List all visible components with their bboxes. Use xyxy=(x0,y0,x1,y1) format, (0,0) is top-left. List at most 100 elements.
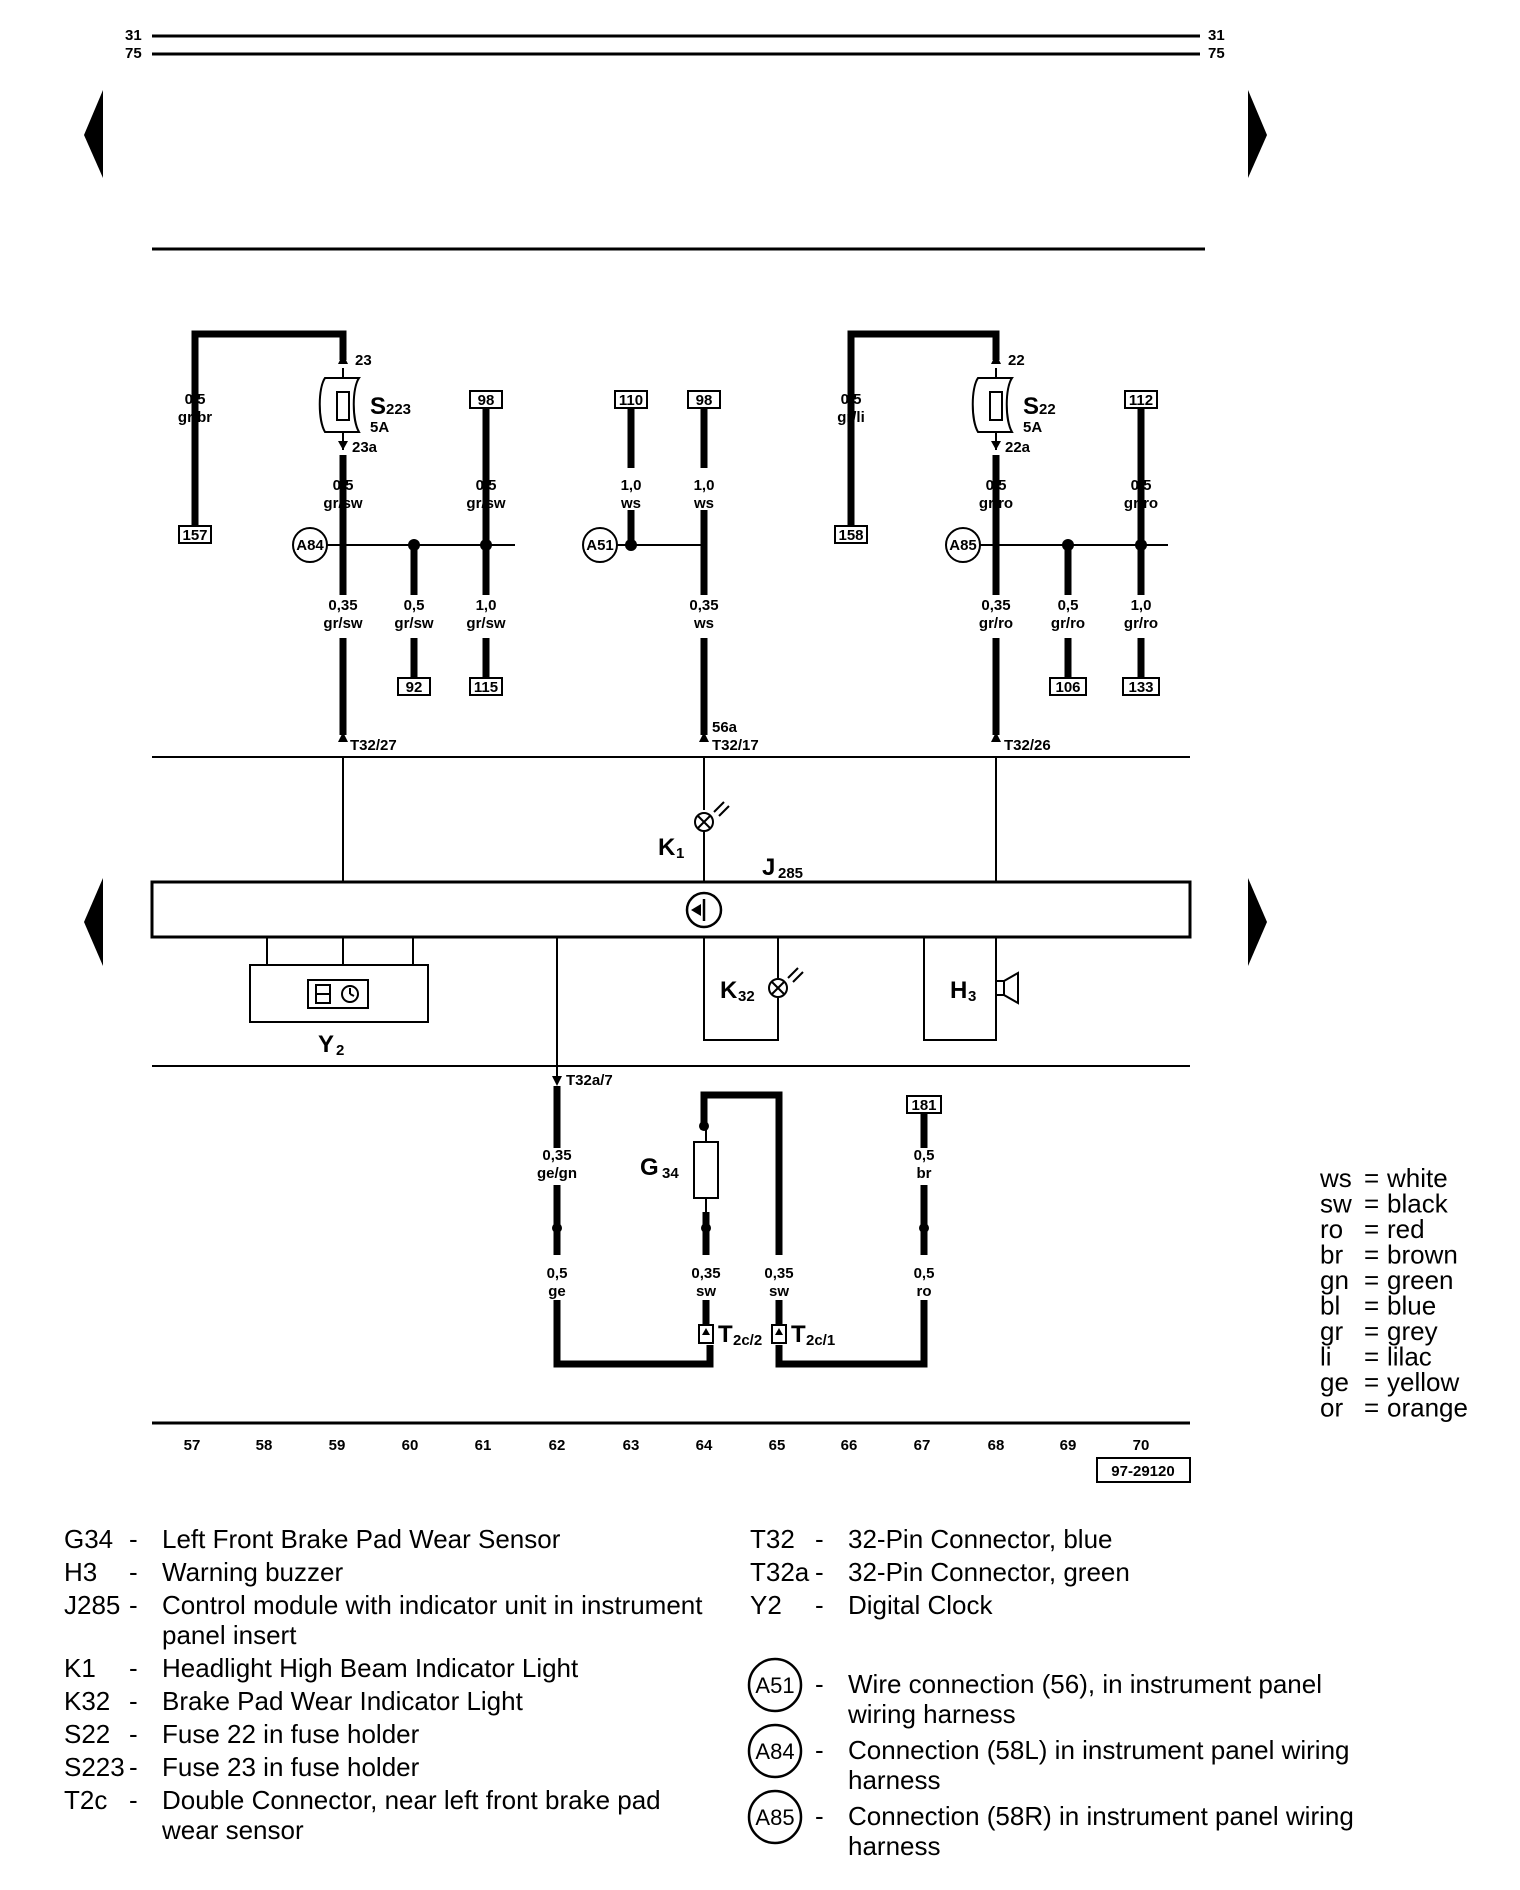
ref-box-92 xyxy=(397,677,431,696)
color-key-abbr: sw xyxy=(1320,1189,1352,1219)
page-header: 31 75 31 75 xyxy=(125,27,1225,62)
terminal-t32a7-label: T32a/7 xyxy=(566,1072,613,1089)
legend-description: 32-Pin Connector, blue xyxy=(848,1524,1113,1554)
arrow-23a-icon xyxy=(338,441,348,450)
column-number: 61 xyxy=(475,1437,492,1454)
wire-color-key: ws=whitesw=blackro=redbr=browngn=greenbl… xyxy=(1319,1163,1468,1423)
color-key-name: orange xyxy=(1387,1393,1468,1423)
k1-light-ray-1 xyxy=(713,801,725,813)
terminal-t3217-label: T32/17 xyxy=(712,737,759,754)
wire-w10-color: gr/sw xyxy=(394,615,434,632)
color-key-equals: = xyxy=(1364,1393,1379,1423)
wire-w18 xyxy=(553,1300,714,1368)
color-key-name: grey xyxy=(1387,1316,1438,1346)
color-key-equals: = xyxy=(1364,1291,1379,1321)
wire-loop-s22 xyxy=(847,330,1000,526)
legend-connection-code: A85 xyxy=(755,1805,794,1830)
legend-description-cont: wiring harness xyxy=(847,1699,1016,1729)
wire-w3-color: gr/sw xyxy=(466,495,506,512)
column-number: 68 xyxy=(988,1437,1005,1454)
k32-sub: 32 xyxy=(738,988,755,1005)
wire-w4-color: ws xyxy=(620,495,641,512)
legend-description: Brake Pad Wear Indicator Light xyxy=(162,1686,524,1716)
ref-110-label: 110 xyxy=(619,392,643,409)
column-number: 59 xyxy=(329,1437,346,1454)
k1-label: K xyxy=(658,834,676,861)
color-key-abbr: br xyxy=(1320,1240,1343,1270)
legend-dash: - xyxy=(815,1590,824,1620)
color-key-abbr: ws xyxy=(1319,1163,1352,1193)
legend-dash: - xyxy=(129,1524,138,1554)
h3-sub: 3 xyxy=(968,988,976,1005)
color-key-equals: = xyxy=(1364,1163,1379,1193)
wire-g34-loop xyxy=(700,1091,783,1255)
g34-sub: 34 xyxy=(662,1165,679,1182)
wire-w13-color: gr/ro xyxy=(979,615,1013,632)
fuse-s22-label: S xyxy=(1023,393,1039,420)
connection-symbol-icon xyxy=(747,1789,803,1845)
page-number-top-left: 31 xyxy=(125,27,142,44)
legend-dash: - xyxy=(815,1801,824,1831)
connector-t2c1-pin xyxy=(775,1328,783,1335)
ref-181-label: 181 xyxy=(911,1097,936,1114)
column-number: 63 xyxy=(623,1437,640,1454)
legend-dash: - xyxy=(815,1557,824,1587)
legend-dash: - xyxy=(815,1669,824,1699)
legend-description: 32-Pin Connector, green xyxy=(848,1557,1130,1587)
wire-w20-color: sw xyxy=(769,1283,789,1300)
fuse-s22-element xyxy=(989,391,1003,421)
ref-112-label: 112 xyxy=(1129,392,1153,409)
k32-circuit xyxy=(703,937,779,1041)
wire-w11-size: 1,0 xyxy=(476,597,497,614)
wire-w17-color: br xyxy=(917,1165,932,1182)
column-number: 69 xyxy=(1060,1437,1077,1454)
connector-t2c2-pin xyxy=(702,1328,710,1335)
ref-box-158 xyxy=(834,525,868,544)
legend-description-cont: wear sensor xyxy=(161,1815,304,1845)
connection-a85-label: A85 xyxy=(949,537,977,554)
j285-sub: 285 xyxy=(778,865,803,882)
k1-sub: 1 xyxy=(676,845,684,862)
connection-a51-label: A51 xyxy=(586,537,614,554)
ref-157-label: 157 xyxy=(182,527,207,544)
color-key-abbr: bl xyxy=(1320,1291,1340,1321)
k32-light-ray-2 xyxy=(792,971,804,983)
legend-description: Left Front Brake Pad Wear Sensor xyxy=(162,1524,561,1554)
wire-w20-size: 0,35 xyxy=(764,1265,793,1282)
wire-w21 xyxy=(775,1300,928,1368)
column-number: 70 xyxy=(1133,1437,1150,1454)
wire-w16-size: 0,35 xyxy=(542,1147,571,1164)
wire-w6-color: gr/li xyxy=(837,409,865,426)
wire-w6-size: 0,5 xyxy=(841,391,862,408)
splice-g34-bottom xyxy=(701,1223,711,1233)
column-number: 65 xyxy=(769,1437,786,1454)
clock-hand-2 xyxy=(349,993,355,997)
wire-w1-size: 0,5 xyxy=(185,391,206,408)
legend-description: Digital Clock xyxy=(848,1590,993,1620)
previous-page-arrow-lower-icon[interactable] xyxy=(84,878,103,966)
k32-light-ray-1 xyxy=(787,967,799,979)
component-legend-left: G34-Left Front Brake Pad Wear SensorH3-W… xyxy=(64,1524,703,1845)
page-number-bottom-right: 75 xyxy=(1208,45,1225,62)
splice-w17 xyxy=(919,1223,929,1233)
legend-description: Connection (58L) in instrument panel wir… xyxy=(848,1735,1350,1765)
buzzer-horn-icon xyxy=(1003,971,1019,1005)
color-key-abbr: or xyxy=(1320,1393,1343,1423)
legend-dash: - xyxy=(129,1719,138,1749)
legend-dash: - xyxy=(129,1785,138,1815)
next-page-arrow-lower-icon[interactable] xyxy=(1248,878,1267,966)
legend-code: K32 xyxy=(64,1686,110,1716)
column-number: 67 xyxy=(914,1437,931,1454)
ref-box-106 xyxy=(1049,677,1087,696)
ref-box-157 xyxy=(178,525,212,544)
color-key-name: yellow xyxy=(1387,1367,1459,1397)
page-number-top-right: 31 xyxy=(1208,27,1225,44)
wire-w7-size: 0,5 xyxy=(986,477,1007,494)
wire-w17-size: 0,5 xyxy=(914,1147,935,1164)
previous-page-arrow-icon[interactable] xyxy=(84,90,103,178)
terminal-t3226-label: T32/26 xyxy=(1004,737,1051,754)
color-key-equals: = xyxy=(1364,1367,1379,1397)
wire-w14-color: gr/ro xyxy=(1051,615,1085,632)
next-page-arrow-icon[interactable] xyxy=(1248,90,1267,178)
